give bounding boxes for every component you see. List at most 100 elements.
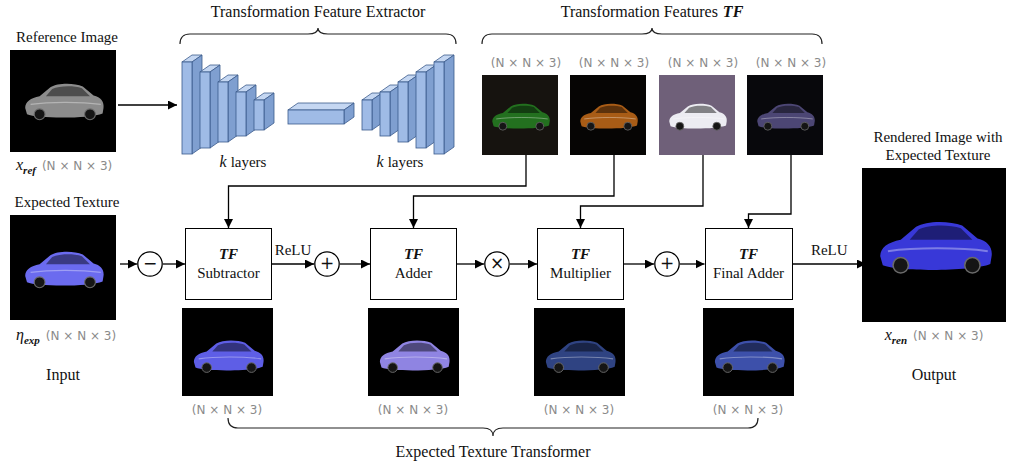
operator-symbol: −	[137, 251, 163, 277]
layer-front	[218, 82, 228, 142]
box-label: Final Adder	[713, 264, 784, 283]
circle-outline	[315, 252, 339, 276]
layer-note: layers	[388, 154, 424, 170]
conv-layer	[254, 93, 274, 130]
label-group: (N × N × 3)	[544, 400, 614, 418]
label-group: Expected Texture Transformer	[396, 443, 591, 461]
section-heading: Transformation Feature Extractor	[211, 3, 425, 20]
operator-circle: ×	[484, 251, 510, 277]
operator-circle: +	[654, 251, 680, 277]
variable-name: k	[220, 153, 227, 170]
image-ground	[534, 308, 625, 396]
feature-map: (N × N × 3)	[665, 75, 741, 155]
image-ground	[703, 308, 794, 396]
image-ground	[747, 75, 823, 155]
image-ground	[570, 75, 646, 155]
image-title: Rendered Image with Expected Texture	[862, 128, 1014, 164]
layer-front	[380, 92, 390, 136]
deconv-layer	[398, 75, 418, 142]
car-picture	[757, 104, 815, 130]
curly-bracket	[180, 28, 456, 44]
label-group: Input	[46, 366, 80, 384]
dimension: (N × N × 3)	[42, 159, 112, 173]
connector-arrow	[749, 155, 792, 228]
variable-name: x	[885, 326, 892, 343]
operator-symbol: +	[314, 251, 340, 277]
dimension: (N × N × 3)	[564, 56, 664, 71]
image-ground	[862, 168, 1006, 322]
layer-note: layers	[231, 154, 267, 170]
conv-layer	[218, 75, 238, 142]
subscript: ren	[892, 334, 907, 346]
dimension: (N × N × 3)	[741, 56, 841, 71]
car-picture	[25, 252, 103, 288]
symbol-name: TF	[404, 245, 423, 264]
layer-front	[288, 110, 344, 124]
box-label: Multiplier	[550, 264, 611, 283]
dimension: (N × N × 3)	[192, 403, 262, 417]
symbol-name: TF	[219, 245, 238, 264]
layer-front	[398, 82, 408, 142]
operator-circle: +	[314, 251, 340, 277]
section-heading: Expected Texture Transformer	[396, 443, 591, 460]
conv-layer	[182, 55, 202, 154]
box-label: Adder	[395, 264, 433, 283]
section-heading: Transformation Features	[561, 3, 718, 20]
car-picture	[669, 104, 727, 130]
extractor-network	[182, 55, 454, 154]
label-group: (N × N × 3)	[192, 400, 262, 418]
layer-front	[200, 72, 210, 148]
label-group: xren (N × N × 3)	[885, 326, 984, 346]
io-label: Output	[912, 366, 956, 383]
edge-label: ReLU	[273, 242, 314, 259]
connector-arrow	[793, 263, 867, 264]
connector-arrow	[120, 263, 137, 264]
operator-symbol: ×	[484, 251, 510, 277]
dimension: (N × N × 3)	[544, 403, 614, 417]
symbol-name: TF	[739, 245, 758, 264]
car-picture	[580, 104, 638, 130]
image-ground	[659, 75, 735, 155]
deconv-layer	[416, 65, 436, 148]
deconv-layer	[380, 85, 400, 136]
layer-side	[444, 55, 454, 154]
car-picture	[715, 340, 785, 372]
car-picture	[194, 340, 264, 372]
feature-map: (N × N × 3)	[488, 75, 564, 155]
variable-name: η	[16, 326, 24, 343]
image-panel: Reference Image	[14, 50, 120, 152]
layer-front	[416, 72, 426, 148]
connector-arrow	[680, 263, 705, 264]
process-box: TFMultiplier	[537, 228, 624, 300]
dimension: (N × N × 3)	[653, 56, 753, 71]
feature-map: (N × N × 3)	[753, 75, 829, 155]
car-picture	[25, 84, 103, 120]
connector-arrow	[624, 263, 654, 264]
symbol-name: TF	[571, 245, 590, 264]
layer-front	[434, 62, 444, 154]
edge-label: ReLU	[809, 242, 850, 259]
image-panel: Expected Texture	[14, 215, 120, 320]
io-label: Input	[46, 366, 80, 383]
dimension: (N × N × 3)	[46, 329, 116, 343]
label-group: klayers	[377, 153, 424, 171]
image-title: Reference Image	[0, 28, 150, 46]
dimension: (N × N × 3)	[913, 329, 983, 343]
label-group: Transformation FeaturesTF	[561, 3, 744, 21]
layer-side	[264, 93, 274, 130]
label-group: klayers	[220, 153, 267, 171]
label-group: (N × N × 3)	[378, 400, 448, 418]
layer-side	[344, 103, 354, 124]
circle-outline	[485, 252, 509, 276]
layer-front	[236, 92, 246, 136]
subscript: exp	[24, 334, 40, 346]
process-box: TFSubtractor	[185, 228, 272, 300]
connector-arrow	[581, 155, 704, 228]
image-ground	[10, 50, 116, 152]
curly-bracket	[228, 418, 758, 436]
label-group: (N × N × 3)	[713, 400, 783, 418]
connector-arrow	[163, 263, 185, 264]
